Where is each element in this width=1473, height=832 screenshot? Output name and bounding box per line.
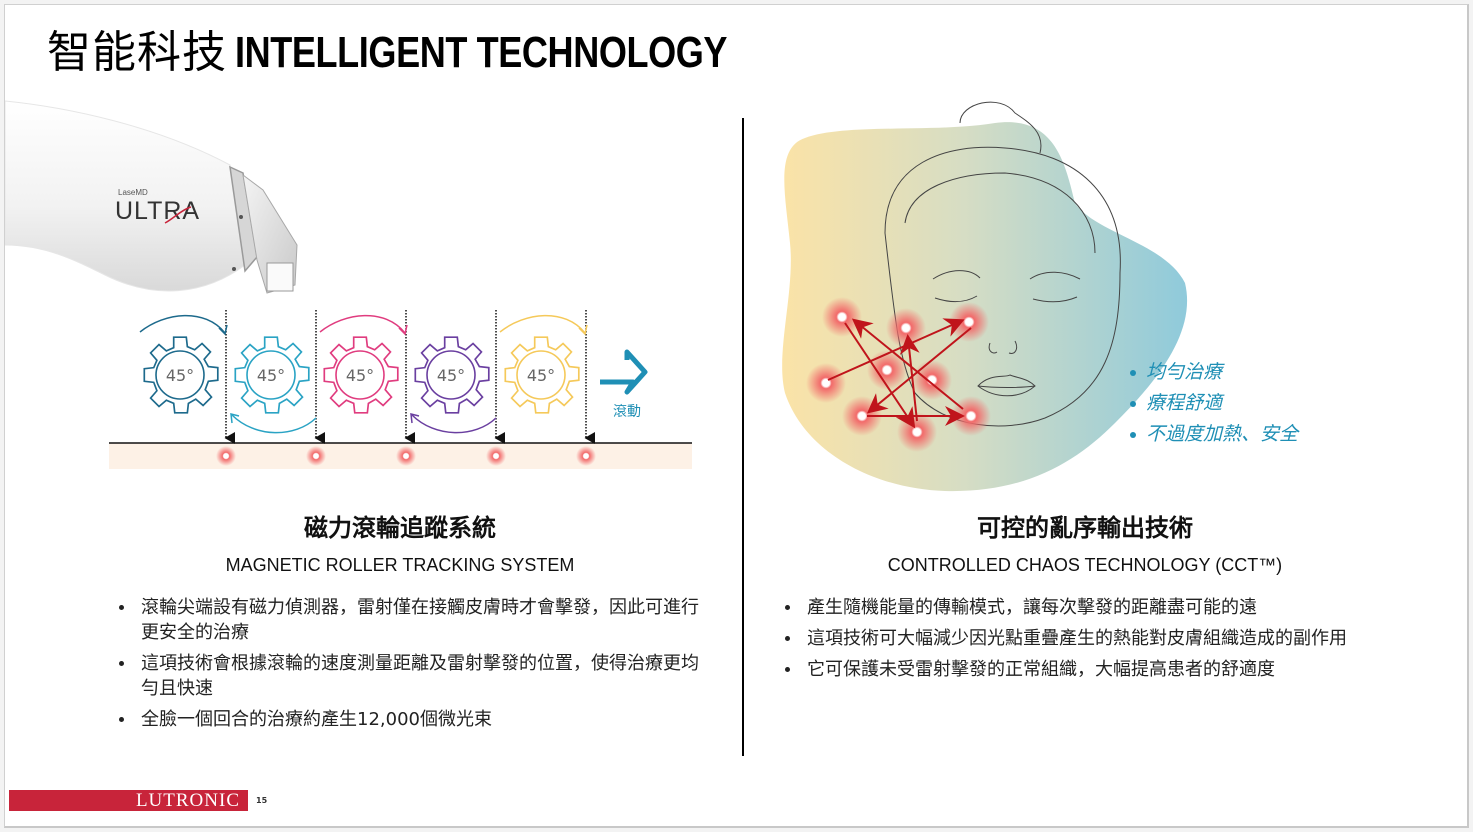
right-section-subtitle: CONTROLLED CHAOS TECHNOLOGY (CCT™) (887, 555, 1283, 575)
brand-text: ULTRA (115, 197, 200, 225)
right-bullet-list: 產生隨機能量的傳輸模式，讓每次擊發的距離盡可能的遠 這項技術可大幅減少因光點重疊… (781, 595, 1371, 688)
rolling-label: 滾動 (613, 404, 641, 420)
right-section-title: 可控的亂序輸出技術 (977, 514, 1193, 542)
gear-label: 45° (527, 366, 555, 385)
benefit-list: 均勻治療 療程舒適 不過度加熱、安全 (1130, 357, 1298, 450)
title-english: INTELLIGENT TECHNOLOGY (235, 28, 728, 77)
bullet-icon (1130, 400, 1136, 407)
right-bullet-item: 產生隨機能量的傳輸模式，讓每次擊發的距離盡可能的遠 (781, 595, 1371, 620)
benefit-item: 均勻治療 (1130, 357, 1298, 388)
bullet-icon (1130, 369, 1136, 376)
left-bullet-list: 滾輪尖端設有磁力偵測器，雷射僅在接觸皮膚時才會擊發，因此可進行更安全的治療 這項… (115, 595, 705, 738)
gear-label: 45° (257, 366, 285, 385)
laser-handpiece-image: LaseMD ULTRA (4, 95, 305, 305)
gear-label: 45° (437, 366, 465, 385)
right-bullet-item: 它可保護未受雷射擊發的正常組織，大幅提高患者的舒適度 (781, 657, 1371, 682)
left-bullet-item: 這項技術會根據滾輪的速度測量距離及雷射擊發的位置，使得治療更均勻且快速 (115, 651, 705, 701)
left-bullet-item: 滾輪尖端設有磁力偵測器，雷射僅在接觸皮膚時才會擊發，因此可進行更安全的治療 (115, 595, 705, 645)
left-section-subtitle: MAGNETIC ROLLER TRACKING SYSTEM (225, 555, 575, 575)
bullet-icon (1130, 431, 1136, 438)
lutronic-logo-bar: LUTRONIC (9, 790, 248, 811)
benefit-item: 療程舒適 (1130, 388, 1298, 419)
roller-tracking-diagram: 45° 45° 45° 45° 45° 滾動 (105, 300, 705, 480)
rolling-arrow-icon (600, 349, 648, 395)
benefit-item: 不過度加熱、安全 (1130, 419, 1298, 450)
page-number: 15 (256, 796, 268, 805)
controlled-chaos-face-diagram (765, 93, 1205, 503)
right-bullet-item: 這項技術可大幅減少因光點重疊產生的熱能對皮膚組織造成的副作用 (781, 626, 1371, 651)
left-section-title: 磁力滾輪追蹤系統 (304, 514, 496, 542)
left-bullet-item: 全臉一個回合的治療約產生12,000個微光束 (115, 707, 705, 732)
gear-label: 45° (166, 366, 194, 385)
gear-label: 45° (346, 366, 374, 385)
lutronic-logo: LUTRONIC (135, 790, 240, 811)
brand-small-text: LaseMD (118, 188, 148, 197)
column-divider (742, 118, 744, 756)
title-chinese: 智能科技 (47, 27, 227, 78)
